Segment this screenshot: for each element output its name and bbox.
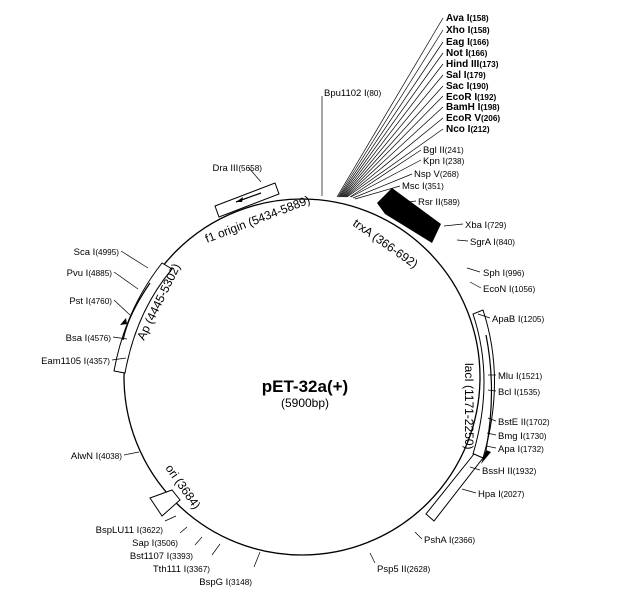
- site-eam1105: Eam1105 I(4357): [41, 356, 110, 367]
- plasmid-backbone: [123, 198, 481, 556]
- site-bspg: BspG I(3148): [199, 577, 252, 588]
- ap-arrow: [122, 282, 151, 341]
- laci-arrowhead: [481, 450, 491, 464]
- site-kpn: Kpn I(238): [423, 156, 465, 167]
- site-bssh2: BssH II(1932): [482, 466, 537, 477]
- site-apab: ApaB I(1205): [492, 314, 544, 325]
- site-labels: Bpu1102 I(80) Bgl II(241) Kpn I(238) Nsp…: [41, 88, 550, 588]
- trxa-arrow: [377, 188, 441, 243]
- site-pst: Pst I(4760): [69, 296, 112, 307]
- site-tth111: Tth111 I(3367): [153, 564, 210, 575]
- site-xho1: Xho I(158): [446, 25, 490, 36]
- ap-arrowhead: [120, 318, 127, 325]
- site-bgl2: Bgl II(241): [423, 145, 464, 156]
- site-sal1: Sal I(179): [446, 70, 486, 81]
- site-not1: Not I(166): [446, 48, 488, 59]
- site-sca: Sca I(4995): [74, 247, 120, 258]
- site-psp5: Psp5 II(2628): [377, 564, 431, 575]
- site-psha: PshA I(2366): [424, 535, 475, 546]
- site-sgra: SgrA I(840): [470, 237, 515, 248]
- site-bst1107: Bst1107 I(3393): [130, 551, 193, 562]
- ori-marker: [149, 489, 181, 517]
- laci-arrow: [485, 334, 493, 451]
- f1-origin-arrowhead: [236, 197, 243, 202]
- site-nspv: Nsp V(268): [414, 169, 459, 180]
- site-bcl: Bcl I(1535): [498, 387, 540, 398]
- site-nco1: Nco I(212): [446, 124, 490, 135]
- site-alwn: AlwN I(4038): [71, 451, 122, 462]
- site-econ: EcoN I(1056): [483, 284, 535, 295]
- site-apa: Apa I(1732): [498, 444, 544, 455]
- site-sap: Sap I(3506): [132, 538, 178, 549]
- site-mlu: Mlu I(1521): [498, 371, 543, 382]
- site-msc: Msc I(351): [402, 181, 444, 192]
- site-bpu1102: Bpu1102 I(80): [324, 88, 381, 99]
- mcs-site-labels: Ava I(158) Xho I(158) Eag I(166) Not I(1…: [446, 13, 500, 135]
- site-pvu: Pvu I(4885): [67, 268, 113, 279]
- plasmid-size: (5900bp): [281, 396, 329, 410]
- site-bsplu11: BspLU11 I(3622): [96, 525, 164, 536]
- site-bamh1: BamH I(198): [446, 102, 500, 113]
- site-sph: Sph I(996): [483, 268, 525, 279]
- feature-laci: lacI (1171-2250): [462, 363, 476, 450]
- site-rsr2: Rsr II(589): [418, 197, 460, 208]
- site-dra3: Dra III(5658): [212, 163, 262, 174]
- site-bsa: Bsa I(4576): [66, 333, 112, 344]
- site-sac1: Sac I(190): [446, 81, 489, 92]
- site-hind3: Hind III(173): [446, 59, 499, 70]
- laci-lower-box: [425, 453, 484, 522]
- site-ecorv: EcoR V(206): [446, 113, 500, 124]
- ap-box: [113, 262, 173, 374]
- plasmid-name: pET-32a(+): [262, 377, 348, 396]
- f1-origin-box: [214, 182, 280, 218]
- site-xba: Xba I(729): [465, 220, 507, 231]
- mcs-fan-lines: [111, 17, 497, 568]
- site-eag1: Eag I(166): [446, 37, 489, 48]
- site-hpa: Hpa I(2027): [478, 489, 525, 500]
- site-ecor1: EcoR I(192): [446, 92, 497, 103]
- site-bste2: BstE II(1702): [498, 417, 550, 428]
- site-bmg: Bmg I(1730): [498, 431, 547, 442]
- site-ava1: Ava I(158): [446, 13, 489, 24]
